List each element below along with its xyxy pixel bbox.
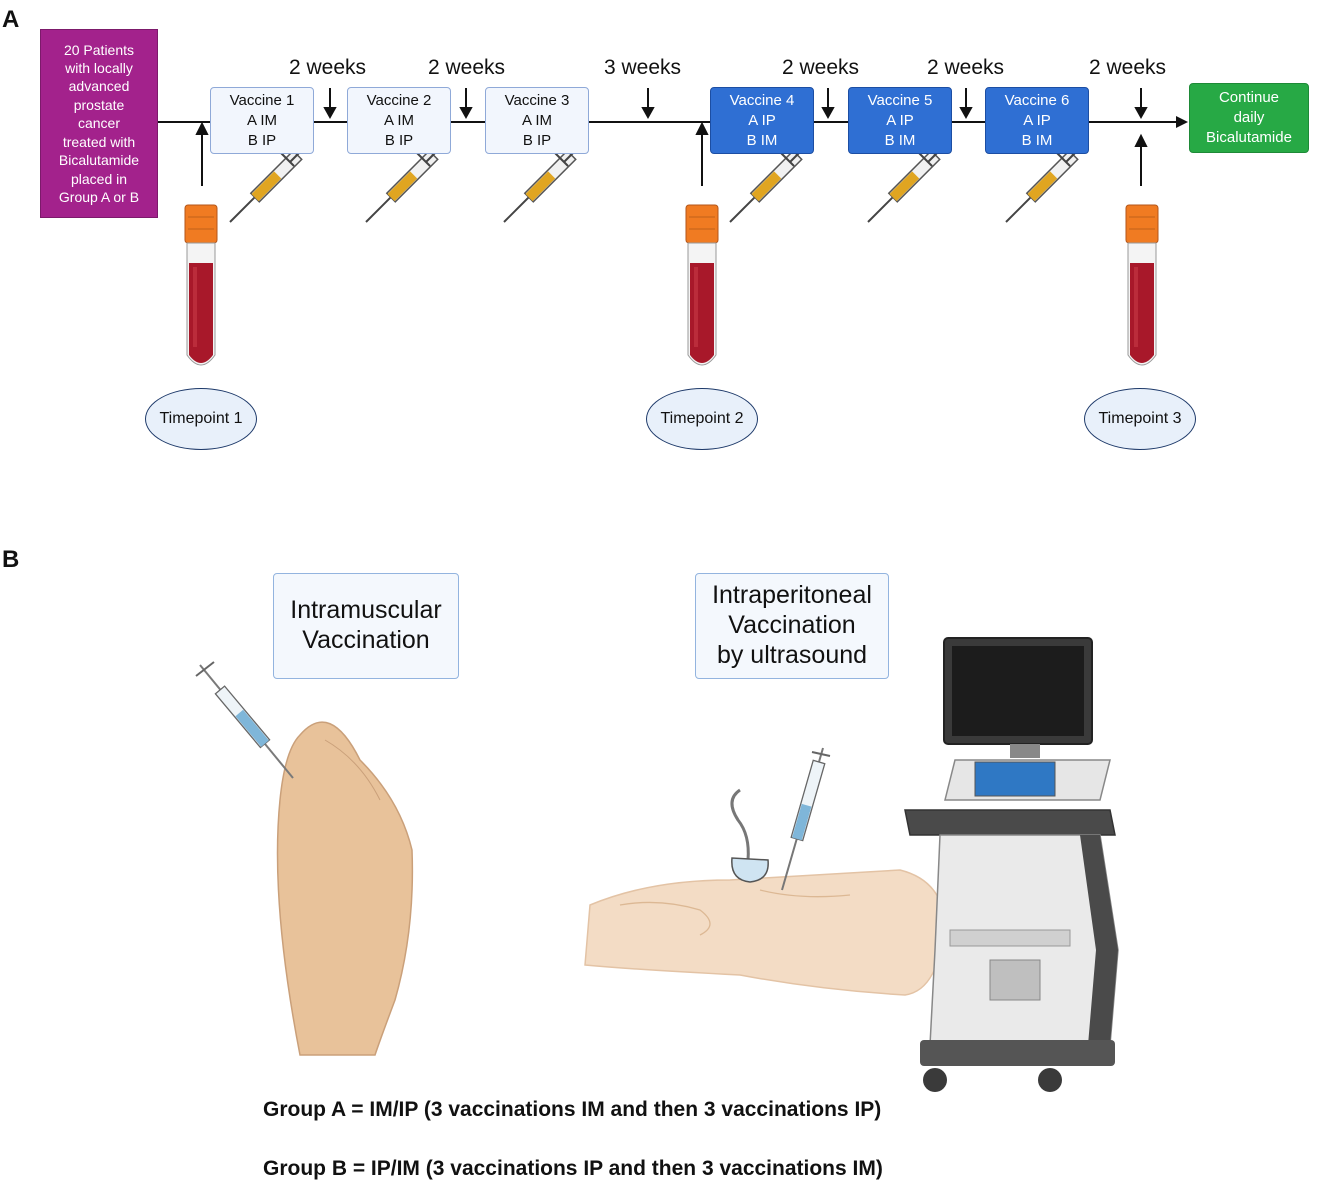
vaccine-4-box: Vaccine 4 A IP B IM: [710, 87, 814, 154]
vaccine-group-b: B IP: [384, 132, 414, 149]
vaccine-group-b: B IM: [746, 132, 778, 149]
patient-body-illustration: [584, 869, 946, 996]
continue-treatment-box: Continue daily Bicalutamide: [1189, 83, 1309, 153]
blood-tube-icon: [1125, 204, 1159, 366]
syringe-icon: [729, 149, 803, 223]
enrollment-line: with locally: [65, 60, 133, 77]
ip-label-line: Vaccination: [728, 611, 856, 639]
ip-syringe-icon: [781, 747, 831, 891]
vaccine-5-box: Vaccine 5 A IP B IM: [848, 87, 952, 154]
blood-tube-icon: [685, 204, 719, 366]
vaccine-group-a: A IP: [1023, 112, 1051, 129]
vaccine-group-a: A IM: [383, 112, 414, 129]
continue-line: Bicalutamide: [1206, 129, 1292, 146]
syringe-icon: [1005, 149, 1079, 223]
blood-tube-icon: [184, 204, 218, 366]
ultrasound-probe-icon: [730, 788, 769, 883]
continue-line: daily: [1233, 109, 1265, 126]
timepoint-3-ellipse: Timepoint 3: [1084, 388, 1196, 450]
panel-b-label: B: [2, 546, 20, 573]
ip-label-line: by ultrasound: [716, 641, 868, 669]
enrollment-line: advanced: [68, 78, 130, 95]
im-label-line: Intramuscular: [290, 596, 442, 624]
syringe-icon: [867, 149, 941, 223]
vaccine-group-b: B IP: [522, 132, 552, 149]
interval-label: 2 weeks: [782, 56, 860, 79]
group-a-definition: Group A = IM/IP (3 vaccinations IM and t…: [263, 1098, 882, 1121]
enrollment-line: Bicalutamide: [58, 152, 140, 169]
intraperitoneal-label-box: Intraperitoneal Vaccination by ultrasoun…: [695, 573, 889, 679]
enrollment-line: placed in: [70, 170, 128, 187]
vaccine-2-box: Vaccine 2 A IM B IP: [347, 87, 451, 154]
interval-label: 2 weeks: [289, 56, 367, 79]
timepoint-arrows: [195, 121, 1148, 186]
intramuscular-label-box: Intramuscular Vaccination: [273, 573, 459, 679]
syringe-icon: [503, 149, 577, 223]
timepoint-1-ellipse: Timepoint 1: [145, 388, 257, 450]
vaccine-title: Vaccine 2: [366, 92, 432, 109]
timepoint-2-ellipse: Timepoint 2: [646, 388, 758, 450]
vaccine-title: Vaccine 4: [729, 92, 795, 109]
interval-label: 2 weeks: [1089, 56, 1167, 79]
group-b-definition: Group B = IP/IM (3 vaccinations IP and t…: [263, 1157, 883, 1180]
vaccine-title: Vaccine 5: [867, 92, 933, 109]
enrollment-box: 20 Patients with locally advanced prosta…: [40, 29, 158, 218]
interval-label: 2 weeks: [428, 56, 506, 79]
vaccine-title: Vaccine 1: [229, 92, 295, 109]
vaccine-title: Vaccine 3: [504, 92, 570, 109]
interval-label: 3 weeks: [604, 56, 682, 79]
vaccine-3-box: Vaccine 3 A IM B IP: [485, 87, 589, 154]
enrollment-line: prostate: [73, 96, 125, 113]
ip-label-line: Intraperitoneal: [712, 581, 872, 609]
interval-label: 2 weeks: [927, 56, 1005, 79]
im-label-line: Vaccination: [302, 626, 430, 654]
vaccine-1-box: Vaccine 1 A IM B IP: [210, 87, 314, 154]
im-syringe-icon: [195, 661, 294, 779]
vaccine-group-a: A IP: [748, 112, 776, 129]
vaccine-group-a: A IM: [521, 112, 552, 129]
enrollment-line: 20 Patients: [63, 41, 135, 58]
interval-arrows: [323, 88, 1148, 120]
syringe-icon: [229, 149, 303, 223]
leg-illustration: [276, 721, 414, 1056]
ultrasound-machine-illustration: [904, 637, 1119, 1092]
enrollment-line: Group A or B: [58, 188, 140, 205]
vaccine-6-box: Vaccine 6 A IP B IM: [985, 87, 1089, 154]
vaccine-group-b: B IP: [247, 132, 277, 149]
panel-a-label: A: [2, 6, 20, 33]
vaccine-group-a: A IP: [886, 112, 914, 129]
vaccine-title: Vaccine 6: [1004, 92, 1070, 109]
syringe-icon: [365, 149, 439, 223]
continue-line: Continue: [1218, 89, 1280, 106]
timeline-arrowhead: [1176, 116, 1188, 128]
enrollment-line: treated with: [62, 133, 136, 150]
vaccine-group-b: B IM: [1021, 132, 1053, 149]
enrollment-line: cancer: [77, 115, 121, 132]
vaccine-group-a: A IM: [246, 112, 277, 129]
vaccine-group-b: B IM: [884, 132, 916, 149]
